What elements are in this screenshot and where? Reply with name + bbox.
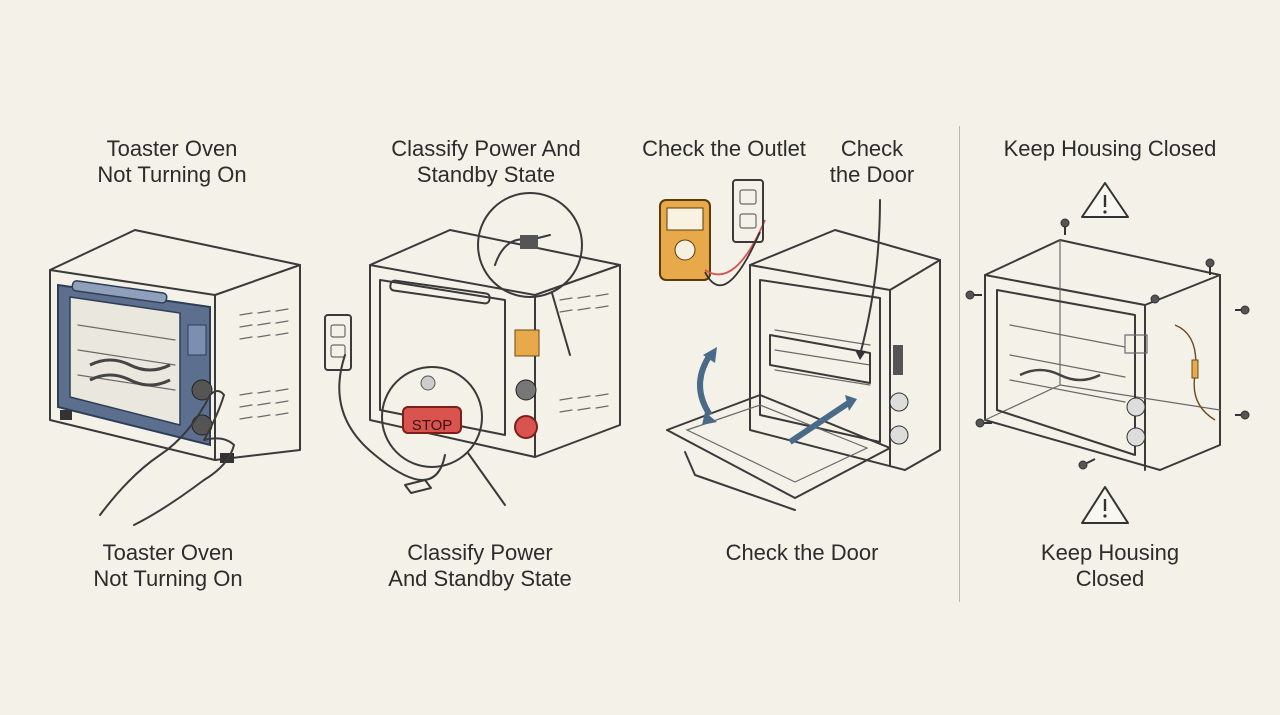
panel3-top-door-line2: the Door [829,162,915,187]
panel1-top-line1: Toaster Oven [106,136,238,161]
panel1-top-label: Toaster Oven Not Turning On [62,136,282,188]
warning-icon-bottom [1081,486,1129,524]
panel2-oven-illustration [324,192,621,506]
panel4-bottom-label: Keep Housing Closed [1000,540,1220,592]
panel-divider [959,126,960,602]
panel2-bottom-line1: Classify Power [407,540,553,565]
panel2-top-line1: Classify Power And [391,136,581,161]
panel3-top-door-line1: Check [840,136,904,161]
panel1-bottom-line2: Not Turning On [93,566,243,591]
panel2-bottom-line2: And Standby State [388,566,572,591]
panel4-top-label: Keep Housing Closed [1003,136,1217,161]
panel4-bottom-line1: Keep Housing [1040,540,1180,565]
panel3-bottom-label: Check the Door [725,540,879,565]
panel1-oven-illustration [49,229,301,526]
panel4-bottom-line2: Closed [1075,566,1145,591]
panel2-bottom-label: Classify Power And Standby State [370,540,590,592]
panel1-bottom-line1: Toaster Oven [102,540,234,565]
panel2-top-line2: Standby State [416,162,556,187]
stop-badge-text: STOP [411,417,453,434]
panel2-top-label: Classify Power And Standby State [376,136,596,188]
panel3-oven-illustration [659,179,941,511]
panel4-oven-illustration [965,182,1250,524]
panel1-top-line2: Not Turning On [97,162,247,187]
panel3-top-label-outlet: Check the Outlet [642,136,806,161]
panel1-bottom-label: Toaster Oven Not Turning On [58,540,278,592]
panel3-top-label-door: Check the Door [822,136,922,188]
warning-icon-top [1081,182,1129,218]
